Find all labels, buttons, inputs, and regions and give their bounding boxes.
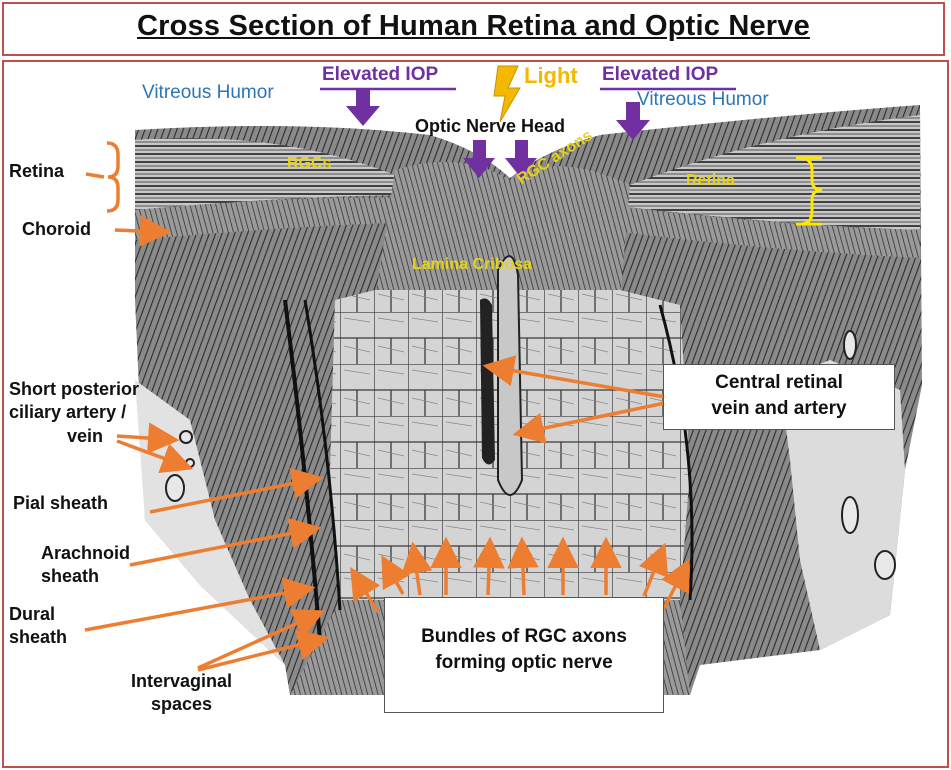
retina-brace-left: [107, 143, 118, 211]
dural-line-1: Dural: [9, 603, 67, 626]
bundle-arrow-6: [522, 540, 524, 595]
rgcs-label: RGCs: [287, 155, 331, 173]
bundle-arrow-5: [488, 540, 490, 595]
intervaginal-line-1: Intervaginal: [131, 670, 232, 693]
choroid-pointer: [115, 230, 168, 232]
light-label: Light: [524, 63, 578, 89]
elevated-iop-left-label: Elevated IOP: [322, 64, 438, 86]
short-posterior-ciliary-label: Short posterior ciliary artery / vein: [9, 378, 139, 448]
central-retinal-line-1: Central retinal: [664, 370, 894, 396]
iop-arrow-left: [346, 88, 380, 126]
arachnoid-sheath-label: Arachnoid sheath: [41, 542, 130, 589]
vessel-dot-1: [180, 431, 192, 443]
bundles-callout: Bundles of RGC axons forming optic nerve: [384, 597, 664, 713]
vessel-oval-2: [842, 497, 858, 533]
short-posterior-line-2: ciliary artery /: [9, 401, 139, 424]
lamina-cribosa-label: Lamina Cribosa: [412, 256, 532, 274]
arachnoid-line-1: Arachnoid: [41, 542, 130, 565]
central-retinal-callout: Central retinal vein and artery: [663, 364, 895, 430]
retina-pointer: [86, 174, 104, 177]
elevated-iop-right-label: Elevated IOP: [602, 64, 718, 86]
vessel-oval-1: [166, 475, 184, 501]
short-posterior-line-1: Short posterior: [9, 378, 139, 401]
retina-label: Retina: [9, 161, 64, 183]
bundles-line-1: Bundles of RGC axons: [385, 624, 663, 650]
retina-inner-label: Retina: [686, 172, 735, 190]
pial-sheath-label: Pial sheath: [13, 493, 108, 515]
arachnoid-line-2: sheath: [41, 565, 130, 588]
bundles-line-2: forming optic nerve: [385, 650, 663, 676]
vitreous-humor-left-label: Vitreous Humor: [142, 82, 274, 104]
light-bolt-icon: [494, 66, 520, 122]
choroid-label: Choroid: [22, 219, 91, 241]
vessel-oval-3: [875, 551, 895, 579]
optic-nerve-head-label: Optic Nerve Head: [415, 116, 565, 138]
central-retinal-line-2: vein and artery: [664, 396, 894, 422]
dural-sheath-label: Dural sheath: [9, 603, 67, 650]
vessel-oval-4: [844, 331, 856, 359]
intervaginal-spaces-label: Intervaginal spaces: [131, 670, 232, 717]
intervaginal-line-2: spaces: [131, 693, 232, 716]
central-vessel: [498, 256, 522, 495]
dural-line-2: sheath: [9, 626, 67, 649]
vitreous-humor-right-label: Vitreous Humor: [637, 89, 769, 111]
short-posterior-line-3: vein: [9, 425, 139, 448]
